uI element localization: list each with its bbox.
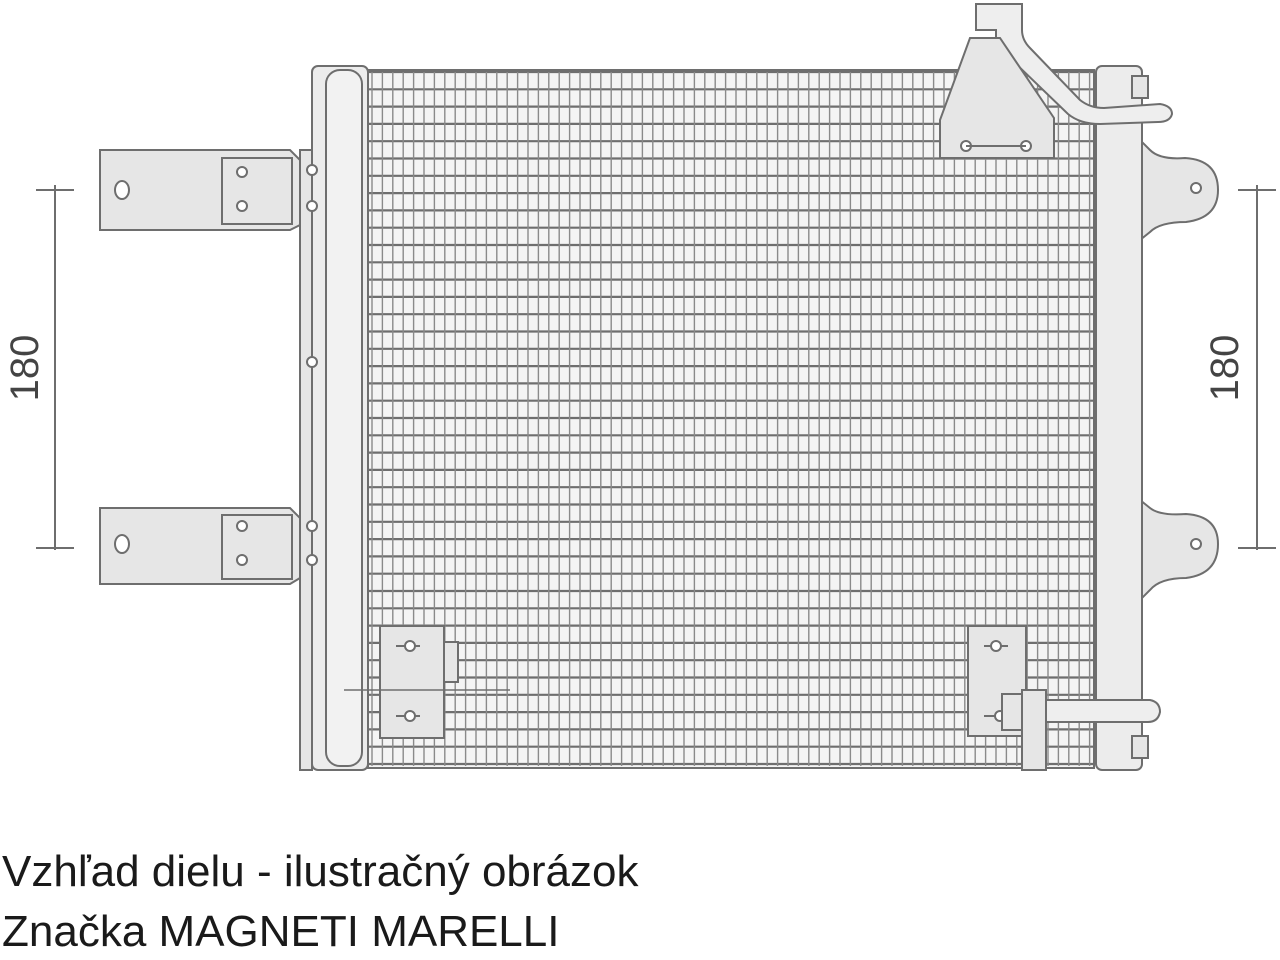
bracket-plate-bottom-left	[221, 514, 293, 580]
outlet-connector	[1021, 689, 1047, 771]
bolt-hole	[306, 164, 318, 176]
dimension-right	[1238, 185, 1276, 550]
bottom-left-tab	[443, 641, 459, 683]
caption-illustration-note: Vzhľad dielu - ilustračný obrázok	[2, 847, 639, 896]
bracket-slot-top-left	[114, 180, 130, 200]
caption-brand: Značka MAGNETI MARELLI	[2, 907, 560, 956]
right-header-cap-top	[1131, 75, 1149, 99]
bolt-hole	[404, 710, 416, 722]
right-header-tank	[1095, 65, 1143, 771]
left-header-flange	[299, 149, 313, 771]
bolt-hole	[1190, 182, 1202, 194]
outlet-pipe	[1019, 699, 1162, 723]
dimension-right-label: 180	[1203, 335, 1247, 402]
right-header-cap-bottom	[1131, 735, 1149, 759]
condenser-drawing: 180 180	[3, 3, 1276, 771]
bolt-hole	[1190, 538, 1202, 550]
bolt-hole	[404, 640, 416, 652]
bracket-slot-bottom-left	[114, 534, 130, 554]
outlet-fitting	[1001, 693, 1023, 731]
bolt-hole	[236, 520, 248, 532]
bolt-hole	[306, 200, 318, 212]
dimension-left	[36, 185, 74, 550]
dimension-left-label: 180	[3, 335, 47, 402]
bolt-hole	[236, 554, 248, 566]
bolt-hole	[306, 356, 318, 368]
bracket-plate-top-left	[221, 157, 293, 225]
inlet-flange	[939, 37, 1055, 159]
left-header-tube	[325, 69, 363, 767]
bolt-hole	[306, 554, 318, 566]
bolt-hole	[236, 200, 248, 212]
bolt-hole	[990, 640, 1002, 652]
bolt-hole	[236, 166, 248, 178]
bolt-hole	[306, 520, 318, 532]
